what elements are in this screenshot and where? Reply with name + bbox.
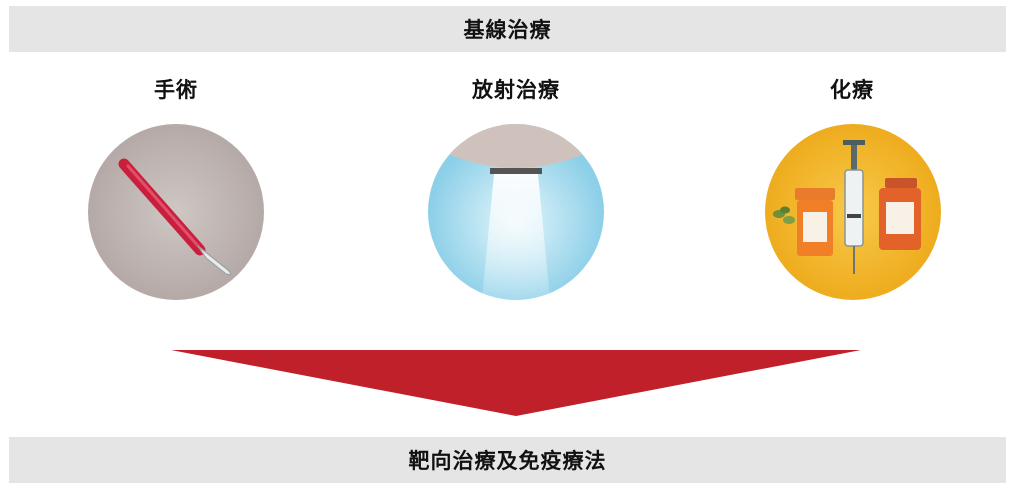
targeted-immunotherapy-banner: 靶向治療及免疫療法 (9, 437, 1006, 483)
targeted-immunotherapy-title: 靶向治療及免疫療法 (408, 448, 607, 473)
flow-arrow (171, 350, 861, 416)
radiotherapy-label: 放射治療 (472, 77, 560, 102)
medication-syringe-icon (765, 124, 941, 300)
surgery-label: 手術 (154, 77, 198, 102)
scalpel-icon (88, 124, 264, 300)
radiation-beam-icon (428, 124, 604, 300)
baseline-treatment-title: 基線治療 (463, 17, 552, 42)
baseline-treatment-banner: 基線治療 (9, 6, 1006, 52)
chemotherapy-label: 化療 (830, 77, 874, 102)
